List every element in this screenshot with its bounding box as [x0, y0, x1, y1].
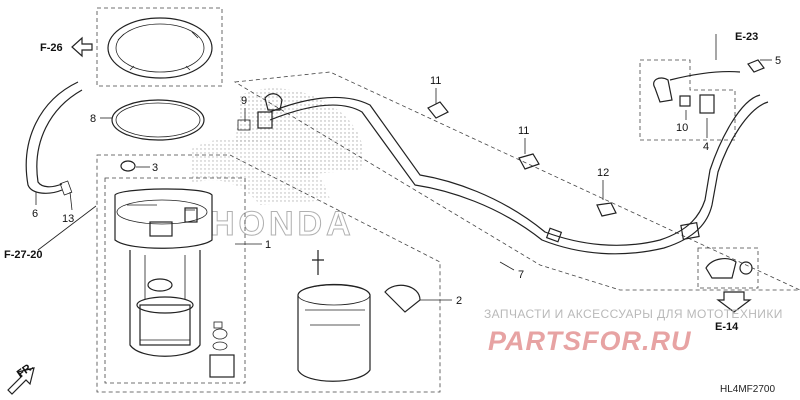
group-box-stay [697, 247, 759, 289]
callout-10: 10 [676, 122, 688, 134]
fuel-feed-hose [269, 94, 769, 255]
honda-wing-logo: HONDA [190, 88, 364, 244]
callout-2: 2 [456, 295, 462, 307]
hose-connector [237, 93, 283, 131]
callout-7: 7 [518, 269, 524, 281]
setting-plate-ring [107, 17, 213, 79]
callout-3: 3 [152, 162, 158, 174]
o-ring [111, 99, 205, 141]
ref-arrow-fr [7, 367, 35, 395]
ref-e23: E-23 [735, 31, 758, 43]
hose-clips [427, 101, 617, 217]
callout-11b: 11 [518, 125, 529, 137]
ref-arrow-e14 [716, 291, 752, 313]
ref-e14: E-14 [715, 321, 739, 333]
group-box-fuel-line [233, 71, 800, 291]
watermark: ЗАПЧАСТИ И АКСЕССУАРЫ ДЛЯ МОТОТЕХНИКИ PA… [484, 307, 783, 356]
group-boxes [96, 7, 800, 393]
callout-8: 8 [90, 113, 96, 125]
callout-9: 9 [241, 95, 247, 107]
hose-stay-bracket [705, 258, 753, 279]
callout-5: 5 [775, 55, 781, 67]
leader-lines [35, 34, 772, 301]
ref-f26: F-26 [40, 42, 63, 54]
clamp-3 [120, 160, 136, 172]
watermark-top-line: ЗАПЧАСТИ И АКСЕССУАРЫ ДЛЯ МОТОТЕХНИКИ [484, 307, 783, 321]
vent-tube [25, 81, 83, 196]
callout-12: 12 [597, 167, 609, 179]
honda-logo-text: HONDA [210, 205, 355, 243]
callout-1: 1 [265, 239, 271, 251]
pump-small-parts [209, 321, 235, 378]
group-box-pump-module [104, 177, 246, 384]
fuel-pump-module [114, 188, 213, 357]
ref-arrow-f26 [71, 36, 93, 58]
diagram-code: HL4MF2700 [720, 384, 775, 395]
callout-labels: 1 2 3 4 5 6 7 8 9 10 11 11 12 13 [32, 55, 781, 307]
ref-arrows [7, 36, 752, 395]
callout-4: 4 [703, 141, 709, 153]
ref-fr: FR. [15, 360, 36, 380]
group-box-setting-plate [96, 7, 223, 87]
callout-11a: 11 [430, 75, 441, 87]
group-box-clip-assembly [639, 59, 736, 141]
callout-6: 6 [32, 208, 38, 220]
fuel-filter-assembly [297, 250, 421, 382]
callout-13: 13 [62, 213, 74, 225]
ref-f27-20: F-27-20 [4, 249, 43, 261]
watermark-brand: PARTSFOR.RU [488, 326, 692, 356]
return-hose-joint [653, 59, 765, 114]
